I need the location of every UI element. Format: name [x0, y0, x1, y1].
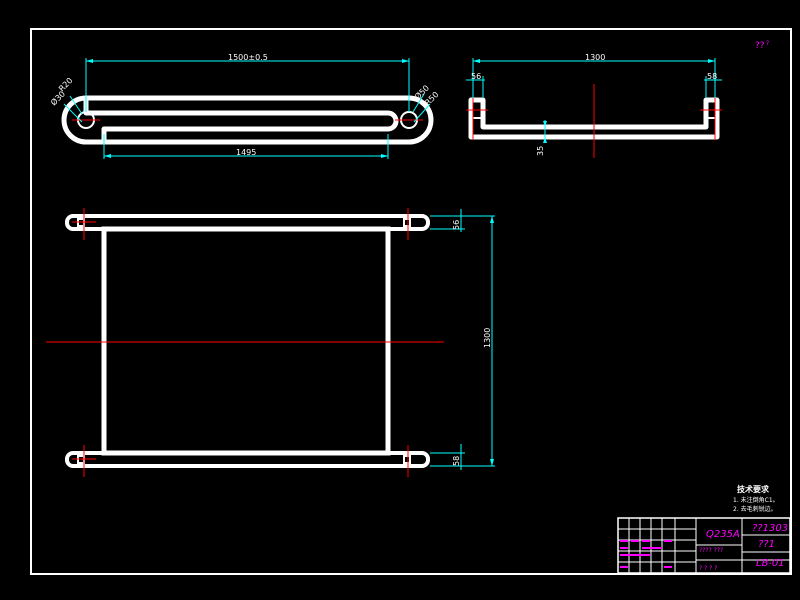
- technical-notes: 技术要求 1. 未注倒角C1。 2. 去毛刺锐边。: [733, 484, 779, 513]
- arrow-side-1300-right: [708, 59, 715, 63]
- leader-left-1: [69, 95, 83, 115]
- plan-hole-br: [403, 455, 411, 464]
- front-view-outline: [83, 95, 434, 145]
- title-block-name: ??1: [758, 539, 775, 550]
- arrow-plan-1300-bottom: [490, 459, 494, 466]
- title-block-small-text: [620, 540, 672, 568]
- leader-left-2: [63, 103, 83, 123]
- notes-line-2: 2. 去毛刺锐边。: [733, 505, 777, 513]
- arrow-1495-left: [104, 154, 111, 158]
- arrow-side-35-top: [543, 121, 547, 127]
- arrow-1500-left: [86, 59, 93, 63]
- dim-label-side-56: 56: [471, 72, 481, 81]
- dim-label-plan-1300: 1300: [483, 328, 492, 348]
- arrow-1500-right: [402, 59, 409, 63]
- arrow-plan-1300-top: [490, 216, 494, 223]
- notes-title: 技术要求: [737, 484, 770, 494]
- leader-right-2: [413, 103, 431, 123]
- dim-label-side-35: 35: [536, 146, 545, 156]
- title-block-small-row1: ???? ???: [699, 547, 723, 554]
- plan-view: 1300 56 58: [46, 208, 495, 477]
- notes-line-1: 1. 未注倒角C1。: [733, 496, 779, 504]
- leader-right-1: [412, 93, 425, 113]
- plan-inner-frame: [101, 226, 391, 456]
- arrow-1495-right: [381, 154, 388, 158]
- arrow-side-1300-left: [473, 59, 480, 63]
- front-view-left-end: [61, 95, 104, 145]
- side-view-outline: [468, 97, 720, 140]
- front-view: 1500±0.5 1495 R20 Ø30 Ø50 R50: [48, 53, 441, 159]
- dim-label-side-1300: 1300: [585, 53, 605, 62]
- side-view: 1300 56 58 35: [466, 53, 722, 158]
- dim-label-plan-56: 56: [452, 220, 461, 230]
- title-block-code: ??1303: [752, 523, 788, 534]
- arrow-side-35-bottom: [543, 137, 547, 143]
- title-block-material: Q235A: [706, 529, 740, 540]
- title-block-drawing-no: LB-01: [756, 558, 785, 569]
- plan-hole-tr: [403, 218, 411, 227]
- title-block-grid: [618, 518, 790, 573]
- corner-mark: ??: [755, 41, 765, 51]
- dim-label-1495: 1495: [236, 148, 256, 157]
- dim-label-1500: 1500±0.5: [228, 53, 268, 62]
- drawing-border: [30, 28, 792, 575]
- dim-label-plan-58: 58: [452, 456, 461, 466]
- title-block: ???? ??? ? ? ? ? Q235A ??1303 ??1 LB-01: [617, 517, 791, 574]
- corner-mark-sup: ?: [766, 40, 769, 47]
- title-block-frame: [617, 517, 791, 574]
- dim-label-side-58: 58: [707, 72, 717, 81]
- title-block-small-row2: ? ? ? ?: [699, 565, 717, 572]
